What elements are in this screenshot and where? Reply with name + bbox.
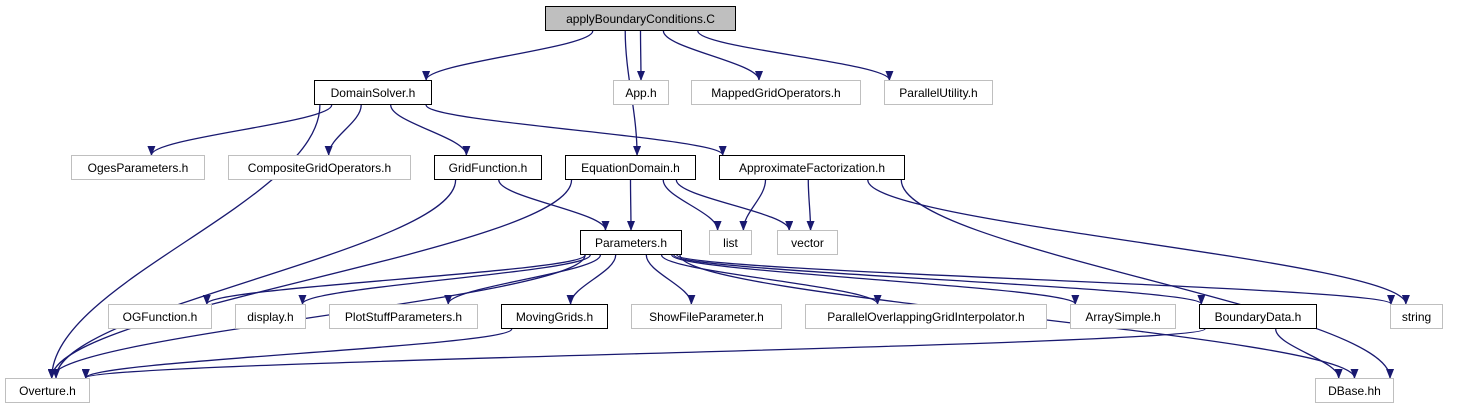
edge-parameters-to-string	[676, 254, 1395, 305]
edge-apply-to-app	[636, 30, 645, 81]
edge-apply-to-domainsolver	[422, 30, 594, 81]
node-domainsolver[interactable]: DomainSolver.h	[314, 80, 432, 105]
node-showfile: ShowFileParameter.h	[631, 304, 782, 329]
node-movinggrids[interactable]: MovingGrids.h	[501, 304, 608, 329]
node-app: App.h	[613, 80, 669, 105]
edge-domainsolver-to-approxfact	[425, 104, 727, 156]
edge-parameters-to-boundarydata	[673, 254, 1206, 305]
edge-approxfact-to-string	[867, 179, 1410, 305]
edge-parameters-to-plotstuff	[444, 254, 602, 305]
node-apply: applyBoundaryConditions.C	[545, 6, 736, 31]
node-boundarydata[interactable]: BoundaryData.h	[1199, 304, 1317, 329]
edge-equationdomain-to-list	[662, 179, 722, 231]
edge-parameters-to-ogfunction	[202, 254, 586, 305]
edge-equationdomain-to-vector	[675, 179, 794, 231]
edge-apply-to-parallelutility	[697, 30, 894, 81]
edge-approxfact-to-dbase	[900, 179, 1394, 379]
node-overture: Overture.h	[5, 378, 90, 403]
node-vector: vector	[777, 230, 838, 255]
node-arraysimple: ArraySimple.h	[1070, 304, 1176, 329]
edge-boundarydata-to-overture	[82, 328, 1206, 379]
edge-boundarydata-to-dbase	[1275, 328, 1343, 379]
node-ogesparams: OgesParameters.h	[71, 155, 205, 180]
node-parameters[interactable]: Parameters.h	[580, 230, 682, 255]
edge-equationdomain-to-overture	[47, 179, 573, 379]
edge-domainsolver-to-overture	[47, 104, 321, 379]
edge-parameters-to-movinggrids	[566, 254, 617, 305]
edge-domainsolver-to-compositegridops	[324, 104, 362, 156]
edge-gridfunction-to-overture	[52, 179, 457, 379]
edge-domainsolver-to-gridfunction	[390, 104, 471, 156]
edge-parameters-to-display	[298, 254, 591, 305]
edge-movinggrids-to-overture	[81, 328, 513, 379]
node-parallelutility: ParallelUtility.h	[884, 80, 993, 105]
edge-approxfact-to-vector	[806, 179, 815, 231]
node-ogfunction: OGFunction.h	[108, 304, 212, 329]
node-string: string	[1390, 304, 1443, 329]
edge-apply-to-mappedgridops	[662, 30, 763, 81]
node-mappedgridops: MappedGridOperators.h	[691, 80, 861, 105]
node-gridfunction[interactable]: GridFunction.h	[434, 155, 542, 180]
edge-equationdomain-to-parameters	[626, 179, 635, 231]
node-display: display.h	[235, 304, 306, 329]
edge-parameters-to-showfile	[645, 254, 696, 305]
node-list: list	[709, 230, 752, 255]
node-compositegridops: CompositeGridOperators.h	[228, 155, 411, 180]
edge-domainsolver-to-ogesparams	[147, 104, 333, 156]
edge-parameters-to-arraysimple	[671, 254, 1080, 305]
node-equationdomain[interactable]: EquationDomain.h	[565, 155, 696, 180]
node-approxfact[interactable]: ApproximateFactorization.h	[719, 155, 905, 180]
node-pogi: ParallelOverlappingGridInterpolator.h	[805, 304, 1047, 329]
edge-gridfunction-to-parameters	[498, 179, 610, 231]
node-plotstuff: PlotStuffParameters.h	[329, 304, 478, 329]
node-dbase: DBase.hh	[1315, 378, 1394, 403]
edge-approxfact-to-list	[739, 179, 767, 231]
